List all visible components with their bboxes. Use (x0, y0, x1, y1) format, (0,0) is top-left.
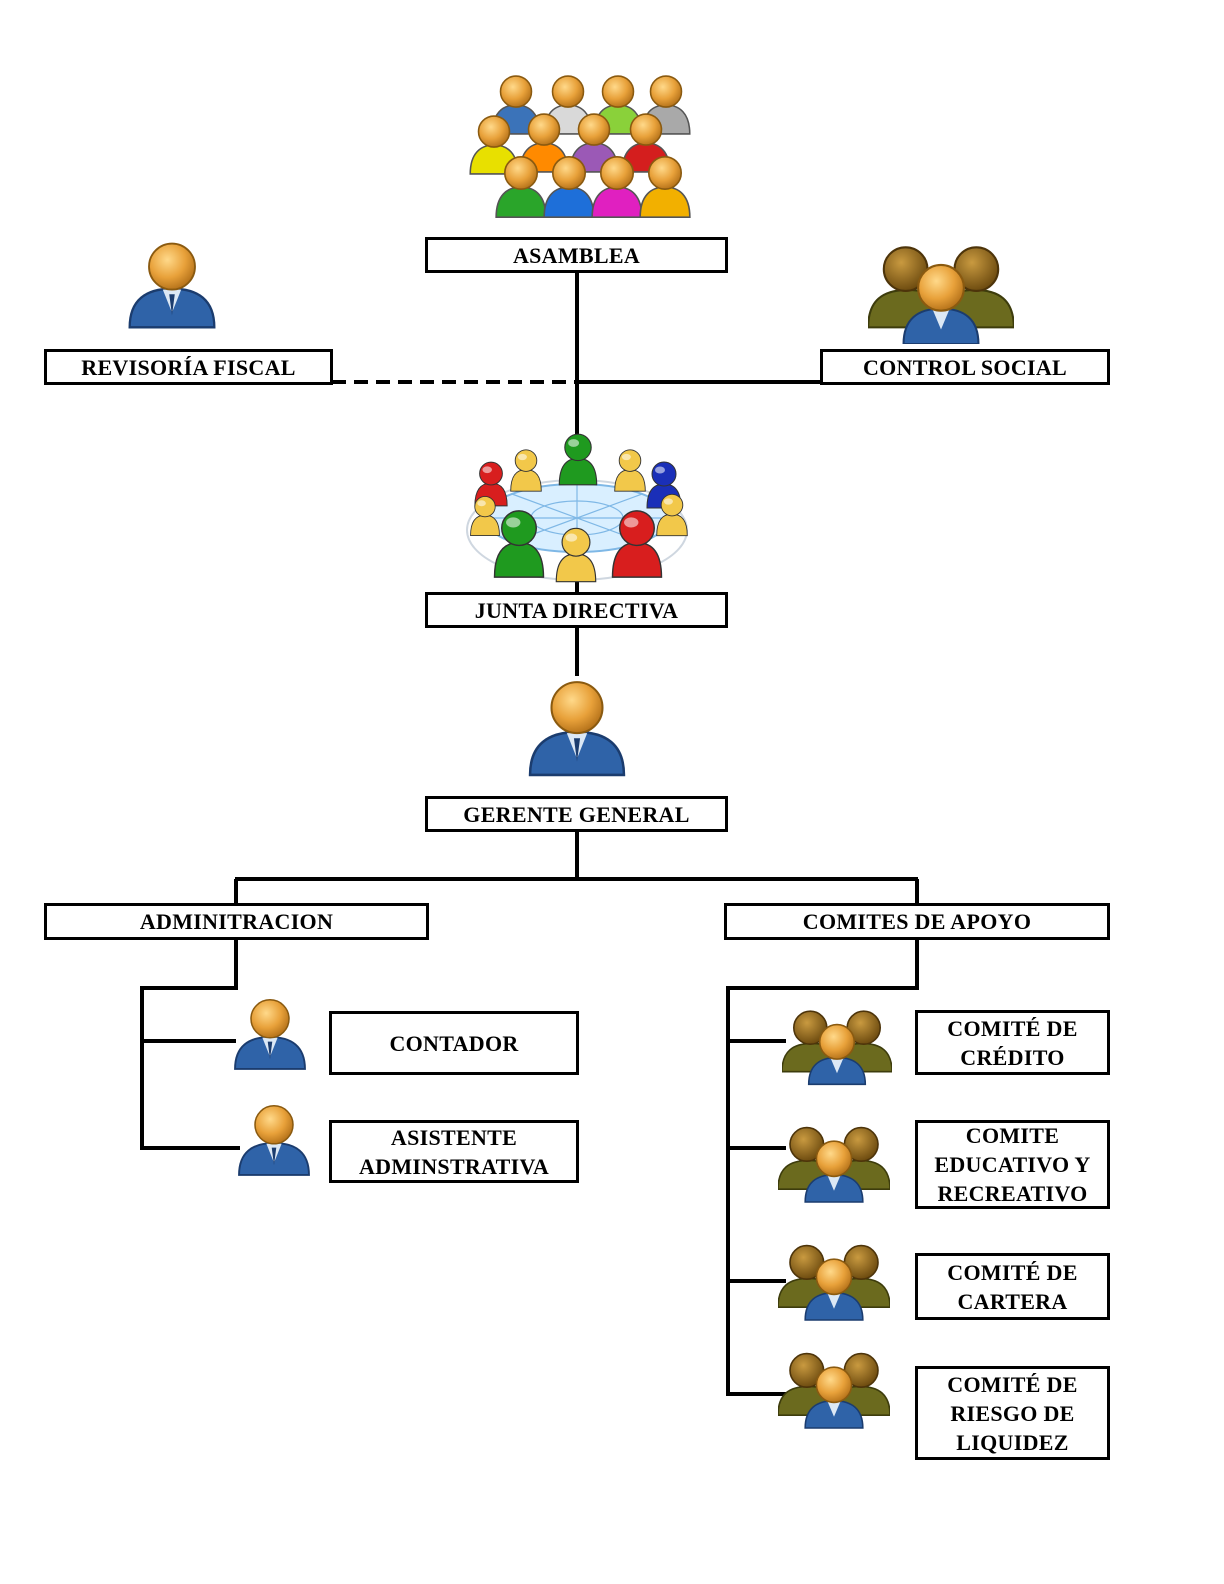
person-icon-gerente (528, 680, 626, 777)
node-revisoria-fiscal-label: REVISORÍA FISCAL (81, 354, 296, 380)
person-icon-revisoria (128, 242, 216, 329)
node-comite-educativo-line-3: RECREATIVO (937, 1181, 1088, 1206)
node-comite-riesgo: COMITÉ DE RIESGO DE LIQUIDEZ (915, 1366, 1110, 1460)
node-asistente-line-2: ADMINSTRATIVA (358, 1153, 550, 1179)
person-icon-contador (233, 998, 307, 1071)
node-asamblea: ASAMBLEA (425, 237, 728, 273)
node-contador-label: CONTADOR (389, 1030, 519, 1056)
node-junta-directiva-label: JUNTA DIRECTIVA (474, 597, 679, 623)
node-control-social: CONTROL SOCIAL (820, 349, 1110, 385)
node-comite-riesgo-line-1: COMITÉ DE (947, 1371, 1078, 1397)
node-asistente-administrativa: ASISTENTE ADMINSTRATIVA (329, 1120, 579, 1183)
node-comite-cartera: COMITÉ DE CARTERA (915, 1253, 1110, 1320)
meeting-table-icon (466, 433, 688, 583)
node-comite-cartera-line-1: COMITÉ DE (947, 1259, 1078, 1285)
node-comite-credito: COMITÉ DE CRÉDITO (915, 1010, 1110, 1075)
node-contador: CONTADOR (329, 1011, 579, 1075)
node-revisoria-fiscal: REVISORÍA FISCAL (44, 349, 333, 385)
node-junta-directiva: JUNTA DIRECTIVA (425, 592, 728, 628)
node-asamblea-label: ASAMBLEA (512, 242, 641, 268)
node-administracion: ADMINITRACION (44, 903, 429, 940)
node-comite-riesgo-line-3: LIQUIDEZ (956, 1429, 1069, 1455)
person-icon-asistente (237, 1104, 311, 1177)
node-comite-educativo-line-1: COMITE (965, 1123, 1060, 1148)
node-comite-riesgo-line-2: RIESGO DE (950, 1400, 1075, 1426)
node-administracion-label: ADMINITRACION (139, 909, 334, 934)
group-icon-riesgo (778, 1352, 890, 1429)
group-icon-credito (782, 1010, 892, 1086)
group-icon-control-social (868, 246, 1014, 344)
node-comites-de-apoyo-label: COMITES DE APOYO (802, 909, 1032, 934)
node-comites-de-apoyo: COMITES DE APOYO (724, 903, 1110, 940)
crowd-icon (469, 75, 691, 219)
node-comite-credito-line-1: COMITÉ DE (947, 1015, 1078, 1041)
node-control-social-label: CONTROL SOCIAL (862, 354, 1068, 380)
node-comite-educativo: COMITE EDUCATIVO Y RECREATIVO (915, 1120, 1110, 1209)
node-comite-cartera-line-2: CARTERA (957, 1288, 1068, 1314)
group-icon-cartera (778, 1244, 890, 1321)
node-comite-educativo-line-2: EDUCATIVO Y (934, 1152, 1091, 1177)
connector-lines (140, 271, 919, 1396)
node-asistente-line-1: ASISTENTE (390, 1124, 518, 1150)
node-gerente-general: GERENTE GENERAL (425, 796, 728, 832)
node-comite-credito-line-2: CRÉDITO (960, 1044, 1065, 1070)
group-icon-educativo (778, 1126, 890, 1203)
node-gerente-general-label: GERENTE GENERAL (463, 801, 690, 827)
